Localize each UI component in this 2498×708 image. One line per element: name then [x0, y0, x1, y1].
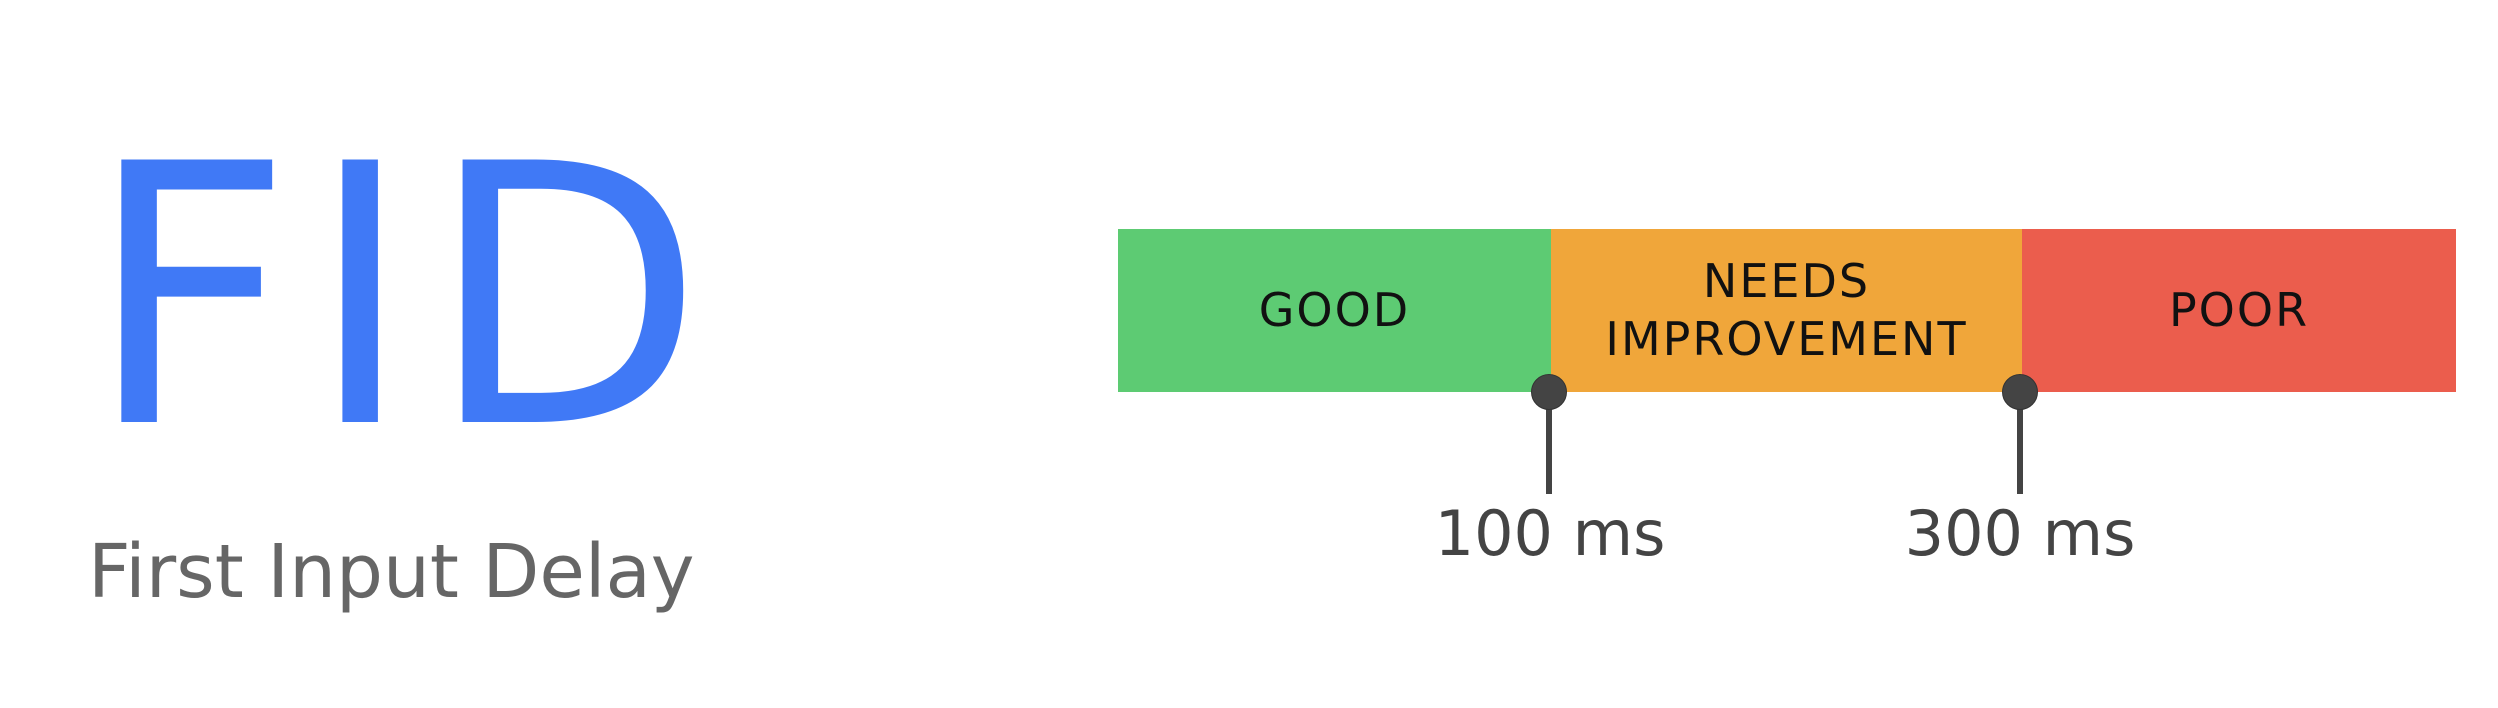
threshold-label-300: 300 ms: [1904, 497, 2136, 570]
segment-good: GOOD: [1118, 229, 1551, 392]
segment-poor: POOR: [2022, 229, 2456, 392]
threshold-marker-stem: [1546, 390, 1552, 494]
threshold-marker-dot: [2002, 374, 2038, 410]
segment-needs-improvement-label-line1: NEEDS: [1702, 254, 1871, 308]
threshold-scale-bar: GOOD NEEDS IMPROVEMENT POOR: [1118, 229, 2456, 392]
threshold-marker-stem: [2017, 390, 2023, 494]
metric-acronym-text: FID: [86, 88, 719, 507]
segment-poor-label: POOR: [2168, 282, 2310, 337]
threshold-marker-dot: [1531, 374, 1567, 410]
metric-acronym: FID: [86, 118, 718, 478]
threshold-marker-300: [2002, 374, 2038, 514]
threshold-marker-100: [1531, 374, 1567, 514]
segment-needs-improvement-label-line2: IMPROVEMENT: [1605, 311, 1968, 366]
segment-needs-improvement: NEEDS IMPROVEMENT: [1551, 229, 2022, 392]
metric-full-name: First Input Delay: [88, 529, 695, 615]
segment-good-label: GOOD: [1258, 282, 1411, 337]
threshold-label-100: 100 ms: [1434, 497, 1666, 570]
